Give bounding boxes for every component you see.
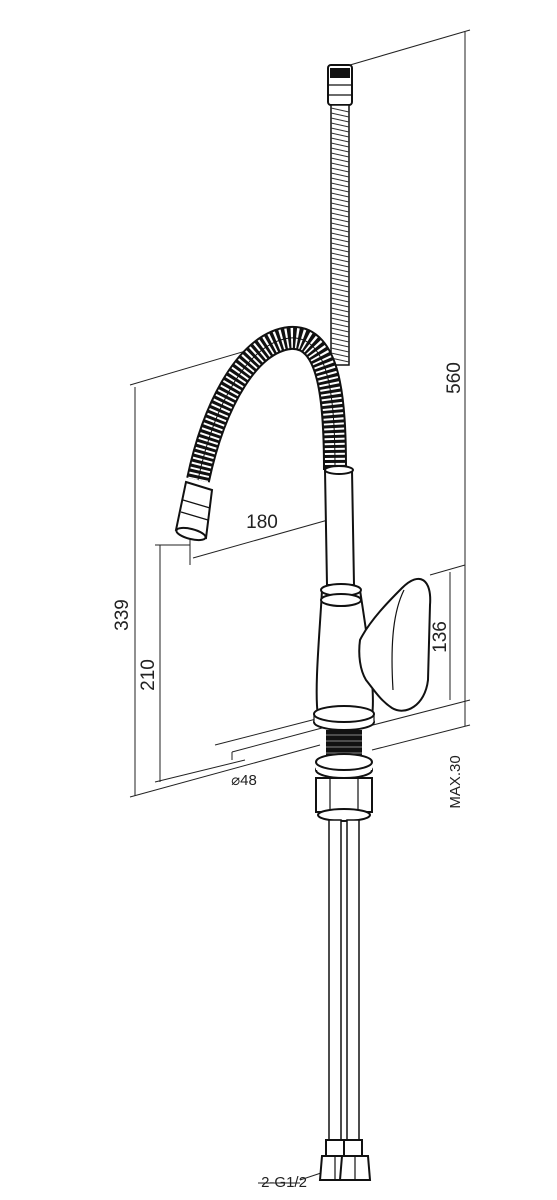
- spout-reach-label: 180: [246, 512, 278, 533]
- faucet-body: [315, 583, 374, 717]
- mounting-nut: [315, 753, 373, 822]
- handle-height-label: 136: [430, 621, 451, 653]
- base-diameter-label: ⌀48: [231, 772, 257, 789]
- straight-braided-hose: [330, 104, 350, 366]
- dimension-lines: [129, 29, 471, 1184]
- base-flange: [313, 705, 375, 731]
- lever-handle: [358, 577, 432, 712]
- connection-label: 2-G1/2: [261, 1174, 307, 1191]
- top-hose-connector: [327, 64, 353, 106]
- flexible-spout: [186, 326, 347, 483]
- total-height-label: 560: [444, 362, 465, 394]
- faucet-neck: [323, 465, 356, 586]
- supply-hoses: [318, 819, 372, 1181]
- outlet-height-label: 210: [138, 659, 159, 691]
- spout-height-label: 339: [112, 599, 133, 631]
- spout-nozzle: [174, 480, 214, 542]
- max-thickness-label: MAX.30: [447, 755, 464, 808]
